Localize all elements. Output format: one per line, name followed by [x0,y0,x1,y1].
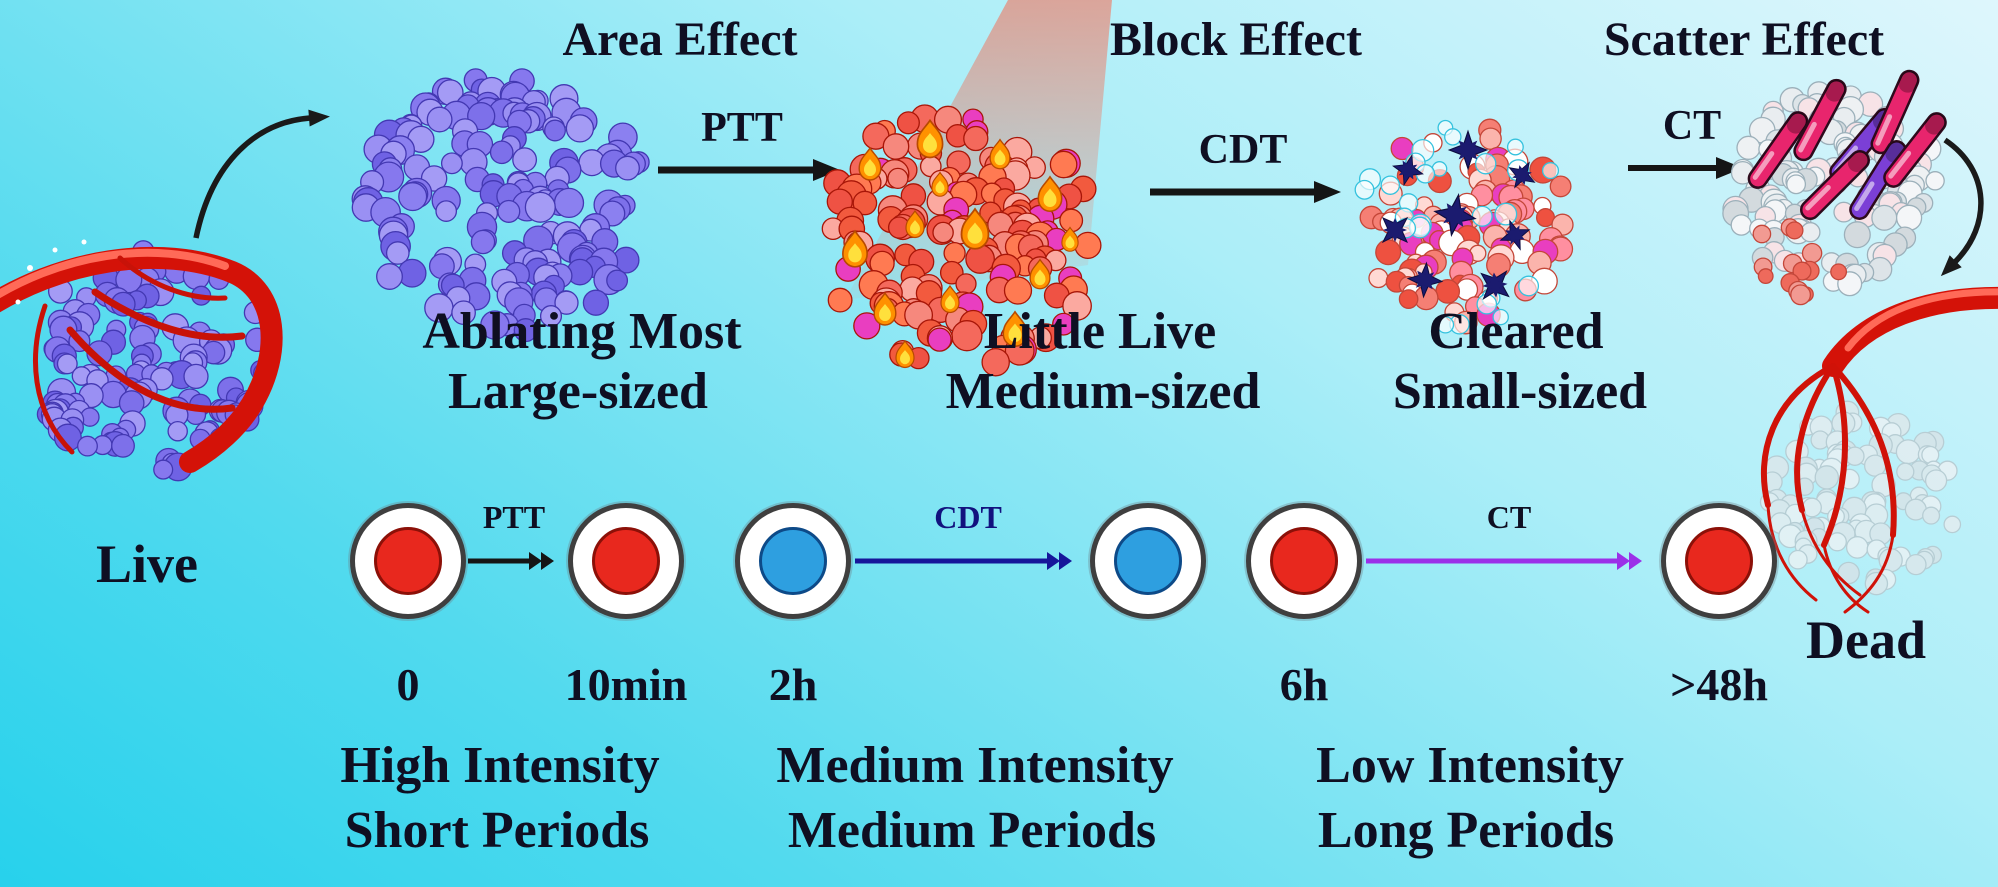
timeline-cell-cdt-start [735,503,851,619]
caption-cleared: Cleared [1428,303,1604,360]
effect-label-area: Area Effect [562,13,798,66]
therapy-label-ptt: PTT [701,105,783,151]
timeline-label-cdt: CDT [934,499,1002,535]
time-10min: 10min [564,659,688,710]
caption-little-live: Little Live [983,303,1217,360]
drug-rod-icon [1883,112,1947,188]
curved-arrow-start [193,109,330,239]
cell-nucleus-red [374,527,442,595]
cell-nucleus-red [1270,527,1338,595]
time-48h: >48h [1670,659,1768,710]
time-0: 0 [396,659,420,710]
drug-rod-icons [1747,69,1947,220]
timeline-cell-cdt-end [1090,503,1206,619]
timeline-cell-ct-end [1661,503,1777,619]
caption-long-periods: Long Periods [1317,802,1615,859]
timeline-cell-ct-start [1246,503,1362,619]
cell-nucleus-blue [1114,527,1182,595]
time-2h: 2h [768,659,818,710]
cell-nucleus-red [1685,527,1753,595]
effect-label-block: Block Effect [1110,13,1362,66]
timeline-cell-ptt-end [568,503,684,619]
effect-label-scatter: Scatter Effect [1603,13,1885,66]
cell-nucleus-red [592,527,660,595]
drug-rod-icon [1747,111,1809,189]
caption-medium-intensity: Medium Intensity [776,737,1174,794]
dead-vessel-icon [1760,286,1998,614]
therapy-label-cdt: CDT [1198,127,1288,173]
timeline-cell-ptt-start [350,503,466,619]
live-label: Live [96,534,198,594]
drug-rod-icon [1870,69,1920,155]
caption-small-sized: Small-sized [1392,363,1648,420]
timeline-label-ct: CT [1486,499,1532,535]
drug-rod-icon [1793,78,1847,162]
dead-tumor-icon [1759,400,1962,596]
drug-rod-icon [1800,150,1870,220]
caption-large-sized: Large-sized [448,363,708,420]
cell-nucleus-blue [759,527,827,595]
caption-high-intensity: High Intensity [340,737,660,794]
large-tumor-icon [351,68,650,343]
caption-low-intensity: Low Intensity [1316,737,1624,794]
timeline-label-ptt: PTT [482,499,546,535]
live-vessel-icon [0,239,283,473]
blocked-tumor-halo [1354,119,1560,335]
scattered-tumor-residue [1752,218,1848,306]
caption-short-periods: Short Periods [344,802,650,859]
therapy-label-ct: CT [1662,103,1722,149]
dead-label: Dead [1806,610,1926,670]
curved-arrow-end [1940,137,1984,277]
caption-medium-sized: Medium-sized [945,363,1261,420]
caption-ablating-most: Ablating Most [422,303,742,360]
caption-medium-periods: Medium Periods [787,802,1157,859]
time-6h: 6h [1279,659,1329,710]
